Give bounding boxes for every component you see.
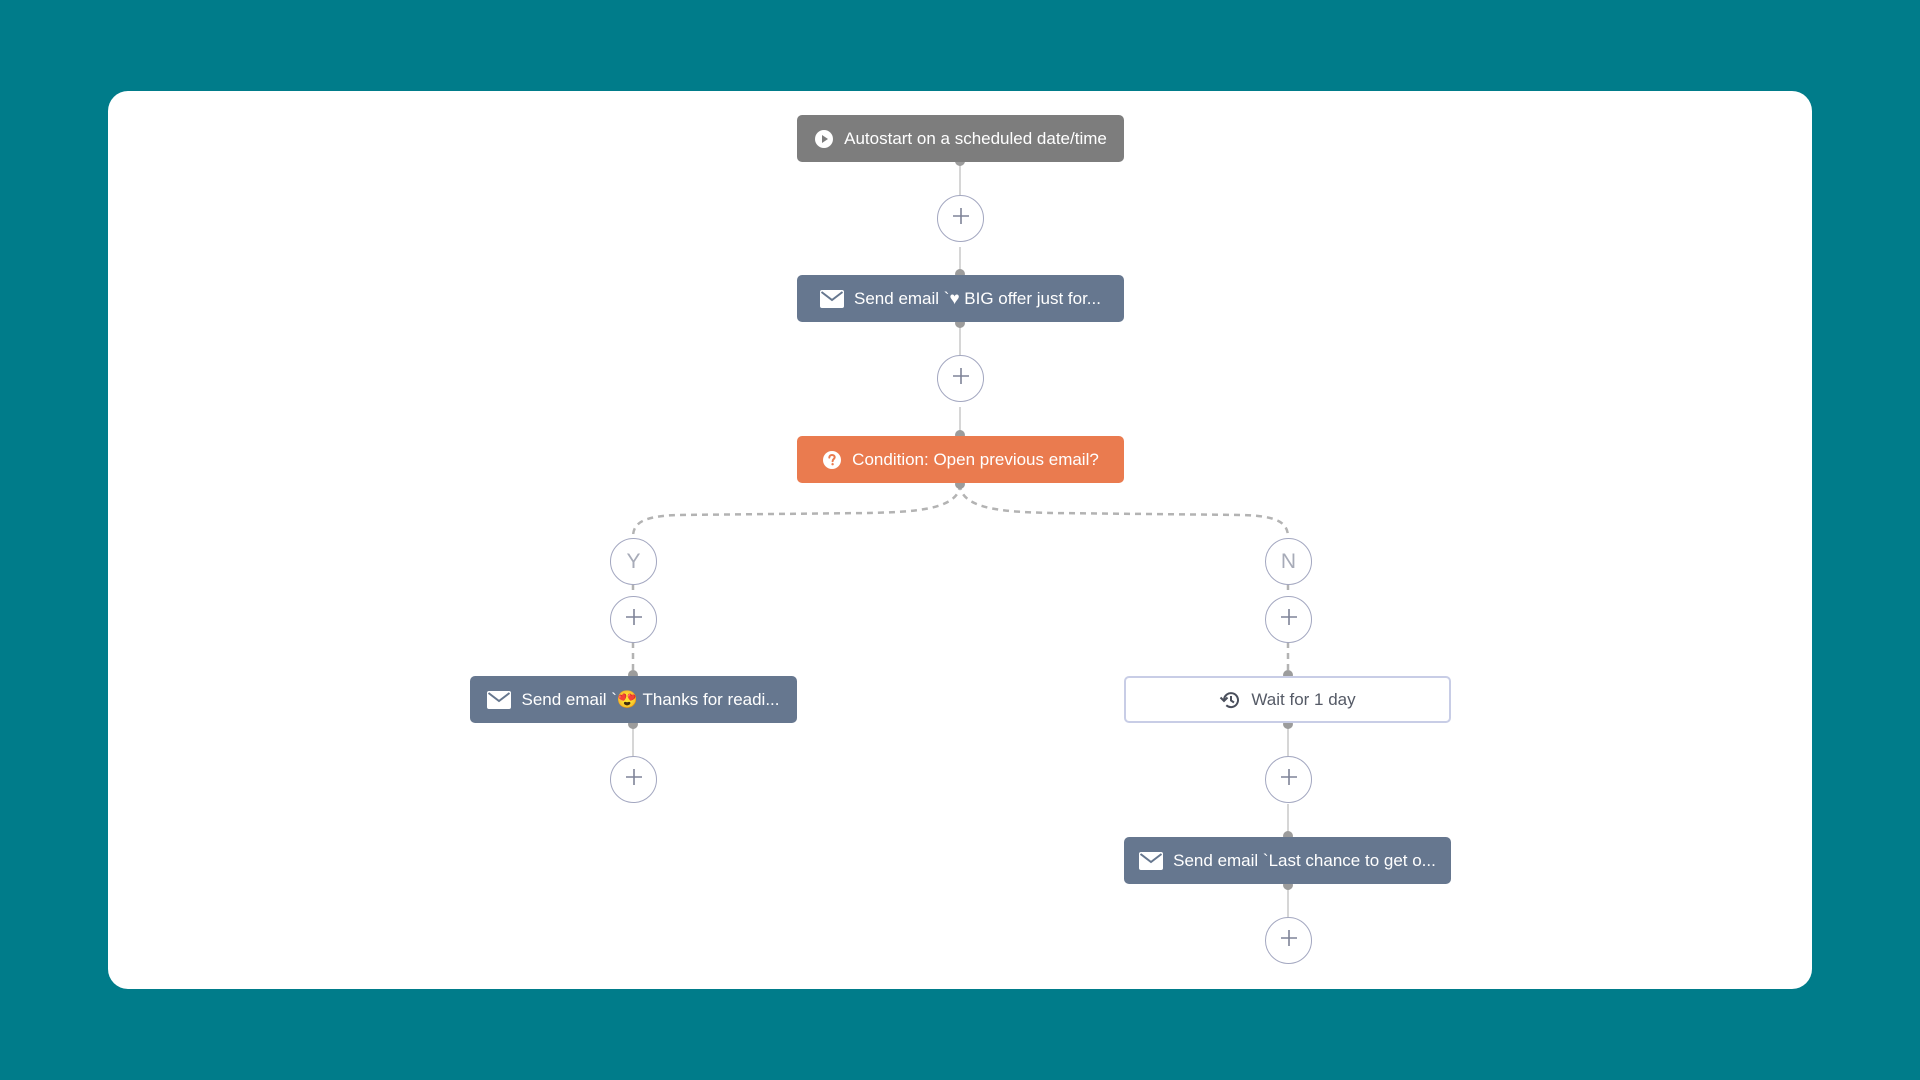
send-email-label: Send email `♥ BIG offer just for... — [854, 288, 1101, 308]
add-step-button[interactable] — [1265, 756, 1312, 803]
branch-yes-label: Y — [626, 549, 641, 573]
plus-icon — [952, 367, 970, 390]
branch-no-marker: N — [1265, 538, 1312, 585]
question-circle-icon — [822, 450, 842, 470]
send-email-node[interactable]: Send email `Last chance to get o... — [1124, 837, 1451, 884]
branch-yes-line — [631, 483, 962, 538]
plus-icon — [1280, 768, 1298, 791]
add-step-button[interactable] — [1265, 596, 1312, 643]
condition-node[interactable]: Condition: Open previous email? — [797, 436, 1124, 483]
send-email-node[interactable]: Send email `♥ BIG offer just for... — [797, 275, 1124, 322]
send-email-label: Send email `😍 Thanks for readi... — [521, 689, 780, 709]
branch-no-label: N — [1280, 549, 1297, 573]
envelope-icon — [820, 289, 845, 308]
branch-yes-marker: Y — [610, 538, 657, 585]
send-email-node[interactable]: Send email `😍 Thanks for readi... — [470, 676, 797, 723]
plus-icon — [1280, 608, 1298, 631]
plus-icon — [625, 768, 643, 791]
play-circle-icon — [814, 129, 834, 149]
trigger-label: Autostart on a scheduled date/time — [844, 128, 1107, 148]
add-step-button[interactable] — [610, 756, 657, 803]
branch-no-line — [958, 483, 1290, 538]
plus-icon — [952, 207, 970, 230]
wait-node[interactable]: Wait for 1 day — [1124, 676, 1451, 723]
envelope-icon — [1139, 851, 1164, 870]
add-step-button[interactable] — [610, 596, 657, 643]
condition-label: Condition: Open previous email? — [852, 449, 1099, 469]
send-email-label: Send email `Last chance to get o... — [1173, 850, 1436, 870]
envelope-icon — [487, 690, 512, 709]
add-step-button[interactable] — [937, 355, 984, 402]
add-step-button[interactable] — [937, 195, 984, 242]
workflow-canvas: Autostart on a scheduled date/time Send … — [108, 91, 1812, 989]
plus-icon — [1280, 929, 1298, 952]
history-icon — [1219, 690, 1241, 710]
wait-label: Wait for 1 day — [1251, 689, 1356, 709]
plus-icon — [625, 608, 643, 631]
add-step-button[interactable] — [1265, 917, 1312, 964]
trigger-node[interactable]: Autostart on a scheduled date/time — [797, 115, 1124, 162]
